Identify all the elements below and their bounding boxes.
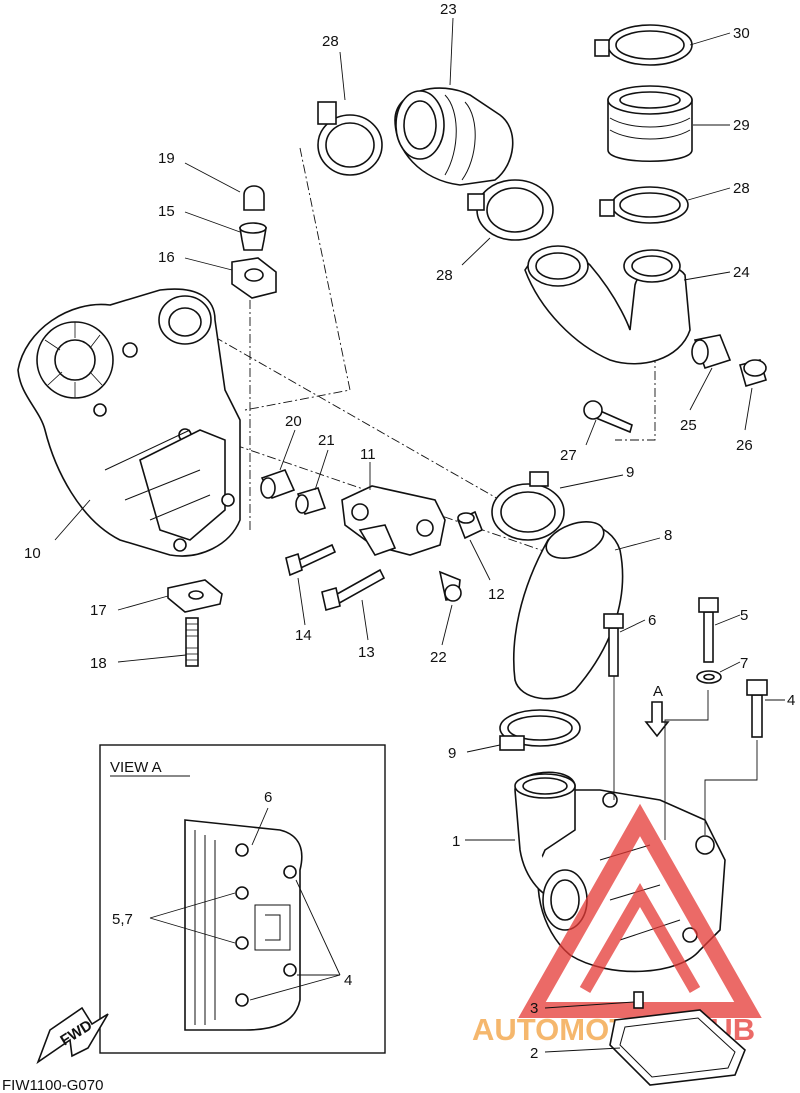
- callout-14: 14: [295, 627, 312, 644]
- callout-23: 23: [440, 1, 457, 18]
- callout-28: 28: [322, 33, 339, 50]
- callout-20: 20: [285, 413, 302, 430]
- clamp-9-upper: [491, 471, 565, 541]
- callout-22: 22: [430, 649, 447, 666]
- clamp-28-right: [599, 186, 689, 224]
- callout-21: 21: [318, 432, 335, 449]
- callout-28: 28: [436, 267, 453, 284]
- callout-10: 10: [24, 545, 41, 562]
- callout-9: 9: [448, 745, 456, 762]
- view-a-title: VIEW A: [110, 759, 162, 776]
- stud-bolt-18: [185, 617, 199, 667]
- washer-7: [696, 670, 722, 684]
- callout-12: 12: [488, 586, 505, 603]
- leader-lines: [54, 17, 785, 1053]
- callout-24: 24: [733, 264, 750, 281]
- view-a-arrow: A: [644, 683, 670, 738]
- damper-17: [167, 579, 223, 613]
- callout-3: 3: [530, 1000, 538, 1017]
- bolt-6: [603, 613, 624, 677]
- callout-15: 15: [158, 203, 175, 220]
- view-a-callout-5-7: 5,7: [112, 911, 133, 928]
- diagram-code: FIW1100-G070: [2, 1077, 103, 1093]
- callout-30: 30: [733, 25, 750, 42]
- clamp-28-mid: [467, 179, 554, 241]
- callout-5: 5: [740, 607, 748, 624]
- bolt-5: [698, 597, 719, 663]
- callout-7: 7: [740, 655, 748, 672]
- callout-13: 13: [358, 644, 375, 661]
- callout-27: 27: [560, 447, 577, 464]
- bracket-11: [341, 485, 446, 556]
- clamp-28-left: [317, 101, 383, 176]
- callout-6: 6: [648, 612, 656, 629]
- bolt-13: [321, 568, 386, 612]
- bolt-27: [583, 400, 633, 434]
- collar-12: [456, 510, 484, 540]
- callout-9: 9: [626, 464, 634, 481]
- damper-16: [231, 257, 277, 299]
- collar-21: [295, 487, 327, 515]
- view-a-callout-4: 4: [344, 972, 352, 989]
- grommet-20: [260, 469, 296, 499]
- callout-26: 26: [736, 437, 753, 454]
- arrow-a-label: A: [653, 683, 663, 700]
- callout-numbers: 28 23 30 29 28 24 28 19 15 16 10 17 18 2…: [24, 1, 795, 1062]
- callout-11: 11: [360, 446, 376, 463]
- view-a-inset: VIEW A: [99, 744, 386, 1054]
- hose-8: [512, 520, 624, 700]
- collar-15: [239, 222, 267, 251]
- callout-28: 28: [733, 180, 750, 197]
- clamp-9-lower: [499, 709, 581, 751]
- exhaust-chamber-1: [514, 771, 726, 973]
- gasket-2: [609, 1009, 746, 1086]
- bolt-22: [438, 570, 462, 602]
- callout-4: 4: [787, 692, 795, 709]
- dowel-pin-3: [633, 991, 644, 1009]
- fwd-arrow: FWD: [36, 1006, 109, 1065]
- callout-17: 17: [90, 602, 107, 619]
- callout-19: 19: [158, 150, 175, 167]
- callout-16: 16: [158, 249, 175, 266]
- callout-1: 1: [452, 833, 460, 850]
- view-a-callout-6: 6: [264, 789, 272, 806]
- grommet-25: [691, 334, 732, 369]
- callout-2: 2: [530, 1045, 538, 1062]
- hose-29: [607, 85, 693, 162]
- clamp-30: [594, 24, 693, 66]
- bolt-4: [746, 679, 768, 738]
- callout-29: 29: [733, 117, 750, 134]
- cap-nut-19: [243, 185, 265, 211]
- collar-26: [739, 359, 767, 387]
- callout-8: 8: [664, 527, 672, 544]
- callout-25: 25: [680, 417, 697, 434]
- pipe-24: [524, 245, 691, 365]
- callout-18: 18: [90, 655, 107, 672]
- exhaust-chamber: [17, 288, 241, 557]
- bolt-14: [285, 543, 337, 577]
- hose-23: [394, 87, 514, 186]
